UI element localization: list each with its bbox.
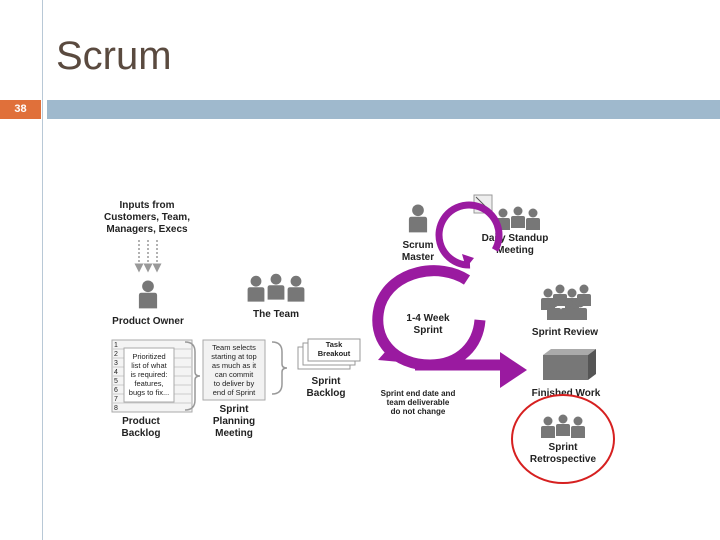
retrospective-label-2: Retrospective [530, 454, 597, 465]
team-note: starting at top [211, 352, 256, 361]
planning-label-1: Sprint [220, 404, 250, 415]
task-breakout-1: Task [326, 340, 343, 349]
backlog-note: is required: [130, 370, 167, 379]
input-arrows [139, 240, 157, 268]
inputs-line-2: Customers, Team, [104, 212, 190, 223]
backlog-row-number: 8 [114, 405, 118, 412]
finished-work-box [543, 349, 596, 380]
scrum-master-label-1: Scrum [402, 240, 433, 251]
backlog-note: list of what [131, 361, 167, 370]
team-icon [248, 274, 305, 302]
scrum-master-icon [409, 204, 427, 232]
standup-label-1: Daily Standup [482, 233, 549, 244]
product-owner-label: Product Owner [112, 316, 184, 327]
backlog-row-number: 1 [114, 342, 118, 349]
backlog-note: Prioritized [132, 352, 165, 361]
backlog-row-number: 6 [114, 387, 118, 394]
inputs-line-3: Managers, Execs [106, 224, 188, 235]
scrum-master-label-2: Master [402, 252, 434, 263]
finished-work-label: Finished Work [532, 388, 601, 399]
backlog-row-number: 4 [114, 369, 118, 376]
backlog-row-number: 5 [114, 378, 118, 385]
team-note: to deliver by [214, 379, 255, 388]
backlog-note: features, [134, 379, 163, 388]
backlog-row-number: 3 [114, 360, 118, 367]
planning-label-2: Planning [213, 416, 255, 427]
backlog-row-number: 2 [114, 351, 118, 358]
sprint-backlog-label-2: Backlog [307, 388, 346, 399]
team-note: end of Sprint [213, 388, 256, 397]
sprint-review-team-icon [541, 285, 591, 321]
team-note: can commit [215, 370, 254, 379]
retrospective-label-1: Sprint [549, 442, 579, 453]
sprint-end-1: Sprint end date and [381, 389, 456, 398]
retrospective-team-icon [541, 415, 585, 439]
sprint-length-2: Sprint [414, 325, 444, 336]
team-note: Team selects [212, 343, 256, 352]
planning-bracket [272, 342, 287, 394]
planning-label-3: Meeting [215, 428, 253, 439]
standup-team-icon [496, 207, 540, 231]
sprint-end-2: team deliverable [387, 398, 450, 407]
product-owner-icon [139, 280, 157, 308]
sprint-end-3: do not change [391, 407, 446, 416]
sprint-backlog-label-1: Sprint [312, 376, 342, 387]
task-breakout-2: Breakout [318, 349, 351, 358]
team-note: as much as it [212, 361, 257, 370]
product-backlog-label-2: Backlog [122, 428, 161, 439]
backlog-row-number: 7 [114, 396, 118, 403]
sprint-length-1: 1-4 Week [406, 313, 450, 324]
backlog-note: bugs to fix... [129, 388, 169, 397]
standup-label-2: Meeting [496, 245, 534, 256]
inputs-line-1: Inputs from [120, 200, 175, 211]
sprint-review-label: Sprint Review [532, 327, 598, 338]
the-team-label: The Team [253, 309, 299, 320]
product-backlog-label-1: Product [122, 416, 160, 427]
retrospective-highlight [512, 395, 614, 483]
